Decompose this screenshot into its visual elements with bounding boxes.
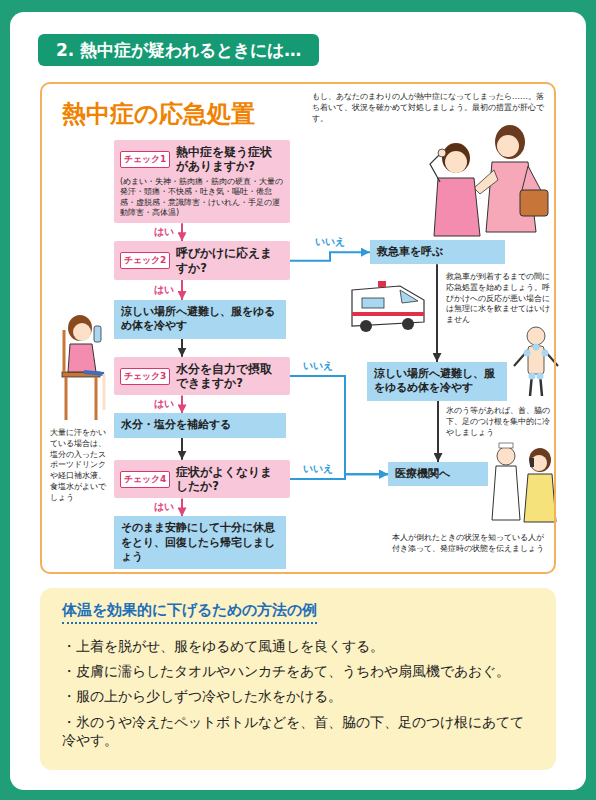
action-text: 涼しい場所へ避難し、服をゆるめ体を冷やす	[121, 305, 279, 334]
medical-staff-illustration	[492, 443, 556, 522]
check-badge: チェック1	[120, 151, 170, 168]
annotation-note: 氷のう等があれば、首、脇の下、足のつけ根を集中的に冷やしましょう	[446, 406, 552, 438]
flow-arrow	[181, 223, 183, 241]
tips-heading: 体温を効果的に下げるための方法の例	[62, 601, 317, 624]
edge-label: いいえ	[313, 235, 347, 249]
edge-label: はい	[152, 500, 176, 514]
action-text: 水分・塩分を補給する	[121, 418, 279, 432]
action-box: 水分・塩分を補給する	[114, 413, 286, 437]
action-text: そのまま安静にして十分に休息をとり、回復したら帰宅しましょう	[121, 521, 279, 564]
check-question: 水分を自力で摂取できますか?	[176, 362, 284, 391]
check-box: チェック4 症状がよくなりましたか?	[114, 460, 290, 499]
edge-label: はい	[152, 397, 176, 411]
panel-heading: 熱中症の応急処置	[62, 98, 255, 130]
intro-note: もし、あなたのまわりの人が熱中症になってしまったら……。落ち着いて、状況を確かめ…	[312, 92, 550, 124]
tips-panel: 体温を効果的に下げるための方法の例・上着を脱がせ、服をゆるめて風通しを良くする。…	[40, 588, 556, 770]
check-question: 熱中症を疑う症状がありますか?	[176, 145, 284, 174]
tip-item: ・服の上から少しずつ冷やした水をかける。	[62, 687, 534, 705]
action-box: そのまま安静にして十分に休息をとり、回復したら帰宅しましょう	[114, 516, 286, 569]
edge-label: はい	[152, 283, 176, 297]
patient-girl-illustration	[430, 143, 480, 236]
flow-arrow	[437, 401, 439, 462]
drinking-girl-illustration	[62, 315, 104, 420]
symptom-list: (めまい・失神・筋肉痛・筋肉の硬直・大量の発汗・頭痛・不快感・吐き気・嘔吐・倦怠…	[120, 177, 284, 219]
action-text: 救急車を呼ぶ	[377, 245, 498, 259]
annotation-note: 本人が倒れたときの状況を知っている人が付き添って、発症時の状態を伝えましょう	[392, 533, 550, 555]
annotation-note: 救急車が到着するまでの間に応急処置を始めましょう。呼びかけへの反応が悪い場合には…	[446, 272, 554, 326]
card-ground	[10, 12, 586, 790]
flow-arrow	[181, 280, 183, 300]
edge-label: はい	[152, 225, 176, 239]
action-text: 医療機関へ	[395, 467, 481, 481]
check-box: チェック2 呼びかけに応えますか?	[114, 241, 290, 280]
flow-arrow	[290, 474, 388, 479]
helper-illustration	[474, 125, 548, 232]
tip-item: ・氷のうや冷えたペットボトルなどを、首、脇の下、足のつけ根にあてて冷やす。	[62, 713, 534, 749]
action-box: 医療機関へ	[388, 462, 488, 486]
tip-item: ・上着を脱がせ、服をゆるめて風通しを良くする。	[62, 637, 534, 655]
action-box: 救急車を呼ぶ	[370, 240, 505, 264]
check-badge: チェック4	[120, 471, 170, 488]
annotation-note: 大量に汗をかいている場合は、塩分の入ったスポーツドリンクや経口補水液、食塩水がよ…	[50, 428, 112, 504]
action-box: 涼しい場所へ避難し、服をゆるめ体を冷やす	[367, 362, 507, 401]
tip-item: ・皮膚に濡らしたタオルやハンカチをあて、うちわや扇風機であおぐ。	[62, 662, 534, 680]
check-question: 呼びかけに応えますか?	[176, 246, 284, 275]
flow-arrow	[181, 438, 183, 460]
check-badge: チェック2	[120, 252, 170, 269]
flow-arrow	[290, 252, 370, 261]
edge-label: いいえ	[301, 462, 335, 476]
edge-label: いいえ	[301, 359, 335, 373]
check-box: チェック3 水分を自力で摂取できますか?	[114, 357, 290, 396]
flow-arrow	[181, 498, 183, 516]
action-box: 涼しい場所へ避難し、服をゆるめ体を冷やす	[114, 300, 286, 339]
section-heading: 2. 熱中症が疑われるときには…	[38, 34, 319, 66]
flow-arrow	[181, 395, 183, 413]
flow-arrow	[181, 339, 183, 357]
check-badge: チェック3	[120, 368, 170, 385]
flow-panel: 熱中症の応急処置 もし、あなたのまわりの人が熱中症になってしまったら……。落ち着い…	[40, 82, 556, 574]
ambulance-illustration	[352, 281, 424, 332]
action-text: 涼しい場所へ避難し、服をゆるめ体を冷やす	[374, 367, 500, 396]
check-question: 症状がよくなりましたか?	[176, 465, 284, 494]
check-box: チェック1 熱中症を疑う症状がありますか? (めまい・失神・筋肉痛・筋肉の硬直・大量…	[114, 140, 290, 223]
cooling-illustration	[514, 327, 558, 396]
flow-arrow	[436, 264, 438, 362]
